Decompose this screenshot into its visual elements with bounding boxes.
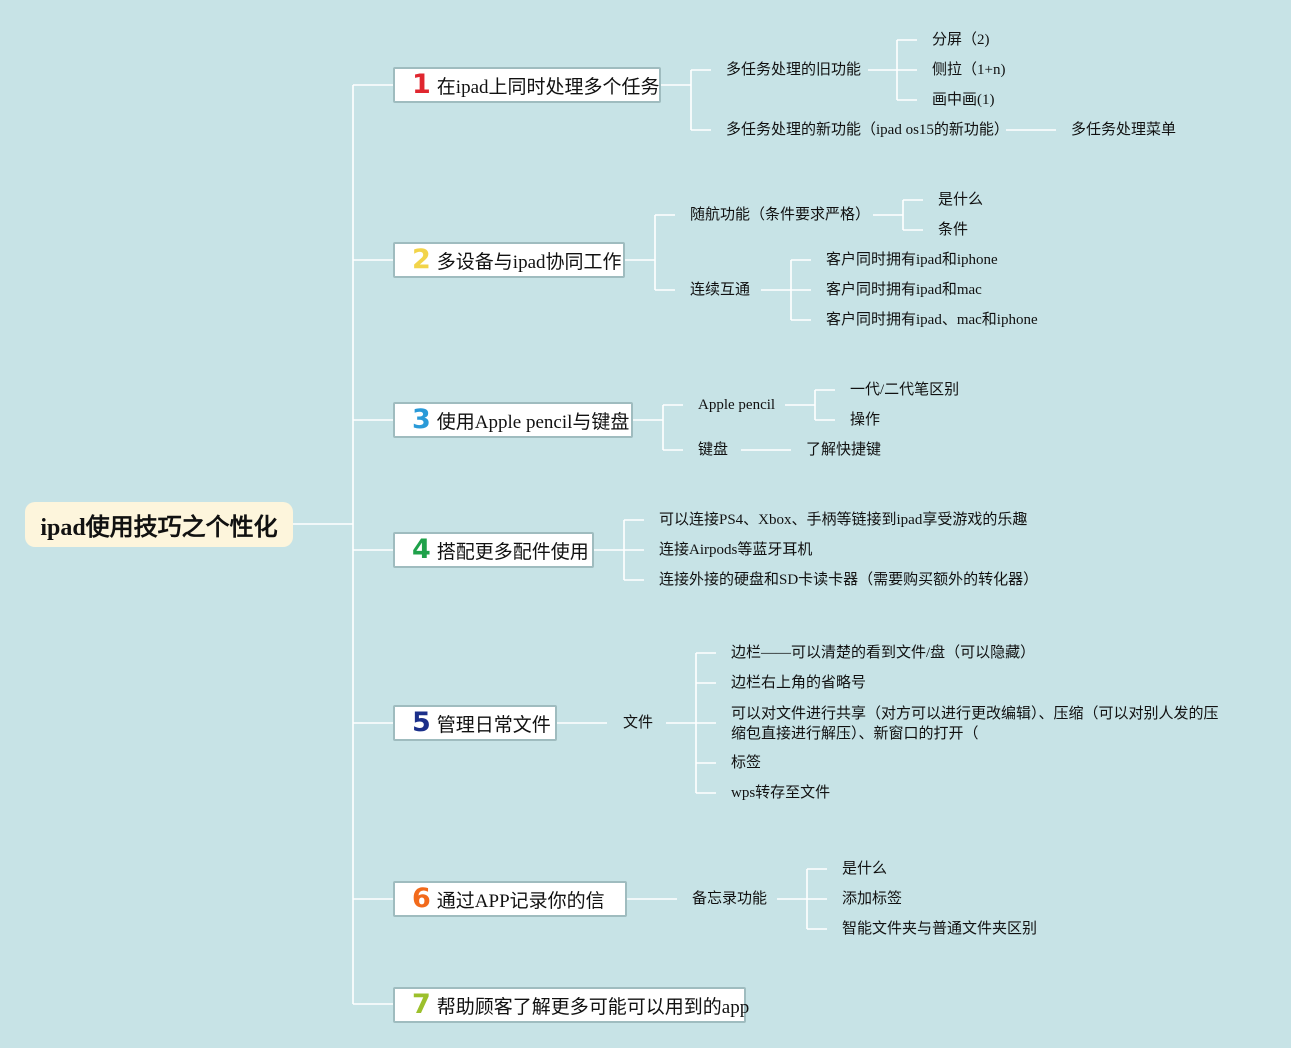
number-7-icon: 7 (412, 988, 431, 1020)
split-screen[interactable]: 分屏（2) (932, 32, 990, 48)
topic-1-old-features[interactable]: 多任务处理的旧功能 (726, 62, 862, 78)
notes-what[interactable]: 是什么 (842, 861, 888, 877)
pencil-operation[interactable]: 操作 (850, 412, 881, 428)
number-3-icon: 3 (412, 403, 431, 435)
sidecar-feature[interactable]: 随航功能（条件要求严格） (690, 207, 871, 223)
number-1-icon: 1 (412, 68, 431, 100)
topic-1-label: 在ipad上同时处理多个任务 (436, 76, 660, 98)
apple-pencil[interactable]: Apple pencil (698, 397, 776, 413)
topic-2-label: 多设备与ipad协同工作 (436, 251, 622, 273)
root-topic[interactable]: ipad使用技巧之个性化 (25, 502, 293, 547)
accessory-game-controller[interactable]: 可以连接PS4、Xbox、手柄等链接到ipad享受游戏的乐趣 (659, 512, 1028, 528)
slide-over[interactable]: 侧拉（1+n) (932, 62, 1006, 78)
files-sidebar-ellipsis[interactable]: 边栏右上角的省略号 (731, 675, 867, 691)
topic-4-label: 搭配更多配件使用 (436, 541, 589, 563)
sidecar-conditions[interactable]: 条件 (938, 222, 969, 238)
sidecar-what[interactable]: 是什么 (938, 192, 984, 208)
topic-6-label: 通过APP记录你的信 (436, 890, 605, 912)
keyboard-shortcuts[interactable]: 了解快捷键 (806, 442, 882, 458)
topic-7-label: 帮助顾客了解更多可能可以用到的app (436, 996, 750, 1018)
pencil-generations[interactable]: 一代/二代笔区别 (850, 382, 960, 398)
continuity-item-3[interactable]: 客户同时拥有ipad、mac和iphone (826, 312, 1038, 328)
keyboard[interactable]: 键盘 (698, 442, 729, 458)
notes-feature[interactable]: 备忘录功能 (692, 891, 768, 907)
number-5-icon: 5 (412, 706, 431, 738)
continuity[interactable]: 连续互通 (690, 282, 751, 298)
number-4-icon: 4 (412, 533, 431, 565)
multitasking-menu[interactable]: 多任务处理菜单 (1071, 122, 1177, 138)
topic-1[interactable]: 1 在ipad上同时处理多个任务 (393, 67, 661, 103)
notes-tags[interactable]: 添加标签 (842, 891, 903, 907)
files-share-compress[interactable]: 可以对文件进行共享（对方可以进行更改编辑）、压缩（可以对别人发的压缩包直接进行解… (731, 706, 1219, 742)
number-2-icon: 2 (412, 243, 431, 275)
accessory-storage[interactable]: 连接外接的硬盘和SD卡读卡器（需要购买额外的转化器） (659, 572, 1039, 588)
topic-1-new-features[interactable]: 多任务处理的新功能（ipad os15的新功能） (726, 122, 1009, 138)
topic-7[interactable]: 7 帮助顾客了解更多可能可以用到的app (393, 987, 750, 1023)
files-wps[interactable]: wps转存至文件 (731, 785, 831, 801)
number-6-icon: 6 (412, 882, 431, 914)
topic-3-label: 使用Apple pencil与键盘 (436, 411, 630, 433)
topic-2[interactable]: 2 多设备与ipad协同工作 (393, 242, 625, 278)
picture-in-picture[interactable]: 画中画(1) (932, 92, 995, 108)
notes-smart-folder[interactable]: 智能文件夹与普通文件夹区别 (842, 921, 1038, 937)
continuity-item-2[interactable]: 客户同时拥有ipad和mac (826, 282, 982, 298)
topic-5-label: 管理日常文件 (436, 714, 551, 736)
files-app[interactable]: 文件 (623, 715, 654, 731)
topic-4[interactable]: 4 搭配更多配件使用 (393, 532, 594, 568)
topic-5[interactable]: 5 管理日常文件 (393, 705, 557, 741)
accessory-airpods[interactable]: 连接Airpods等蓝牙耳机 (659, 542, 813, 558)
files-tags[interactable]: 标签 (731, 755, 762, 771)
topic-6[interactable]: 6 通过APP记录你的信 (393, 881, 627, 917)
continuity-item-1[interactable]: 客户同时拥有ipad和iphone (826, 252, 998, 268)
topic-3[interactable]: 3 使用Apple pencil与键盘 (393, 402, 633, 438)
files-sidebar[interactable]: 边栏——可以清楚的看到文件/盘（可以隐藏） (731, 645, 1036, 661)
